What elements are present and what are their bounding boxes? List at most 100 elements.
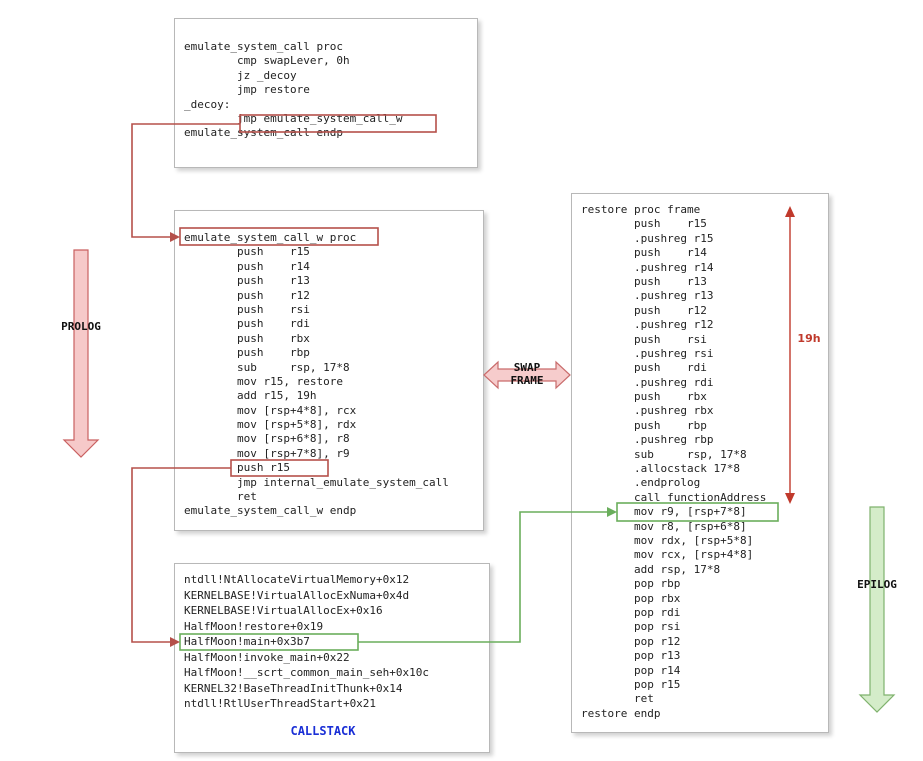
callstack-frame: KERNELBASE!VirtualAllocEx+0x16 [184,604,383,617]
callstack-frame: HalfMoon!main+0x3b7 [184,635,310,648]
code-line: call functionAddress [581,490,767,504]
code-line: push r15 [184,245,310,259]
code-line: .pushreg rbx [581,404,714,418]
code-line: sub rsp, 17*8 [581,447,747,461]
code-line: mov r15, restore [184,374,343,388]
code-line: push r14 [184,259,310,273]
code-line: add r15, 19h [184,389,317,403]
main-frame-highlight [179,633,359,651]
code-line: push r12 [184,288,310,302]
code-line: .allocstack 17*8 [581,462,740,476]
restore-proc-box [571,193,829,733]
code-line: ret [581,692,654,706]
code-line: mov r9, [rsp+7*8] [581,505,747,519]
swap-frame-double-arrow-icon [483,360,571,390]
epilog-label: EPILOG [857,578,897,591]
callstack-frame: HalfMoon!restore+0x19 [184,619,324,633]
push-r15-highlight [230,459,329,477]
code-line: add rsp, 17*8 [581,562,721,576]
code-line: .pushreg r15 [581,231,714,245]
code-line: restore proc frame [581,203,701,216]
emulate-system-call-w-code: emulate_system_call_w proc push r15 push… [184,231,449,519]
epilog-arrow-icon [858,506,896,713]
jmp-connector-arrow [131,123,240,238]
code-line: mov rcx, [rsp+4*8] [581,548,754,562]
code-line: push rsi [184,302,310,316]
push-r15-connector-arrow [131,467,231,643]
code-line: emulate_system_call_w proc [184,231,357,244]
callstack-frame: HalfMoon!invoke_main+0x22 [184,650,350,664]
callstack-title: CALLSTACK [290,724,356,738]
code-line: mov [rsp+4*8], rcx [184,403,357,417]
code-line: mov [rsp+5*8], rdx [184,418,357,432]
code-line: push rbx [581,390,707,404]
code-line: pop r14 [581,663,681,677]
offset-measure-arrow-icon [785,206,795,504]
code-line: push r15 [581,217,707,231]
code-line: push r13 [581,274,707,288]
code-line: restore endp [581,706,661,720]
prolog-arrow-icon [62,249,100,458]
code-line: push r15 [184,461,290,475]
code-line: push r12 [581,303,707,317]
code-line: pop rsi [581,620,681,634]
emulate-system-call-box [174,18,478,168]
emulate-system-call-w-box [174,210,484,531]
code-line: .pushreg r14 [581,260,714,274]
code-line: cmp swapLever, 0h [184,54,350,68]
main-connector-arrowhead-icon [607,507,617,517]
code-line: .pushreg rdi [581,375,714,389]
jmp-connector-arrowhead-icon [170,232,180,242]
swap-frame-label-line1: SWAP [513,361,541,374]
code-line: mov [rsp+6*8], r8 [184,432,350,446]
code-line: .pushreg rbp [581,433,714,447]
code-line: mov rdx, [rsp+5*8] [581,533,754,547]
code-line: push rbp [581,418,707,432]
callstack-box [174,563,490,753]
swap-frame-label: SWAP FRAME [497,361,557,387]
mov-r9-highlight [616,502,779,522]
callstack-frame: KERNELBASE!VirtualAllocExNuma+0x4d [184,588,410,602]
code-line: mov r8, [rsp+6*8] [581,519,747,533]
code-line: emulate_system_call proc [184,40,343,53]
code-line: jz _decoy [184,68,297,82]
code-line: mov [rsp+7*8], r9 [184,446,350,460]
code-line: pop r13 [581,649,681,663]
code-line: _decoy: [184,97,231,111]
code-line: pop r15 [581,677,681,691]
emulate-w-proc-highlight [179,227,379,246]
code-line: pop rdi [581,605,681,619]
code-line: pop r12 [581,634,681,648]
swap-frame-label-line2: FRAME [510,374,544,387]
offset-label: 19h [797,332,821,345]
code-line: push r14 [581,246,707,260]
callstack-frame: ntdll!RtlUserThreadStart+0x21 [184,697,377,710]
main-connector-arrow [358,511,608,643]
code-line: .pushreg rsi [581,346,714,360]
code-line: .endprolog [581,476,701,490]
restore-proc-code: restore proc frame push r15 .pushreg r15… [581,203,766,721]
callstack-frame: HalfMoon!__scrt_common_main_seh+0x10c [184,666,430,679]
code-line: .pushreg r12 [581,318,714,332]
code-line: pop rbp [581,577,681,591]
code-line: push rbx [184,331,310,345]
push-r15-connector-arrowhead-icon [170,637,180,647]
code-line: jmp restore [184,83,310,97]
code-line: push rdi [184,317,310,331]
code-line: emulate_system_call_w endp [184,504,357,518]
callstack-frame: ntdll!NtAllocateVirtualMemory+0x12 [184,573,410,586]
code-line: pop rbx [581,591,681,605]
code-line: push rsi [581,332,707,346]
code-line: sub rsp, 17*8 [184,360,350,374]
prolog-label: PROLOG [61,320,101,333]
code-line: emulate_system_call endp [184,126,343,140]
code-line: jmp internal_emulate_system_call [184,475,449,489]
jmp-emulate-w-highlight [239,114,437,133]
code-line: push rbp [184,346,310,360]
code-line: push r13 [184,274,310,288]
callstack-frame: KERNEL32!BaseThreadInitThunk+0x14 [184,681,403,695]
code-line: push rdi [581,361,707,375]
code-line: .pushreg r13 [581,289,714,303]
